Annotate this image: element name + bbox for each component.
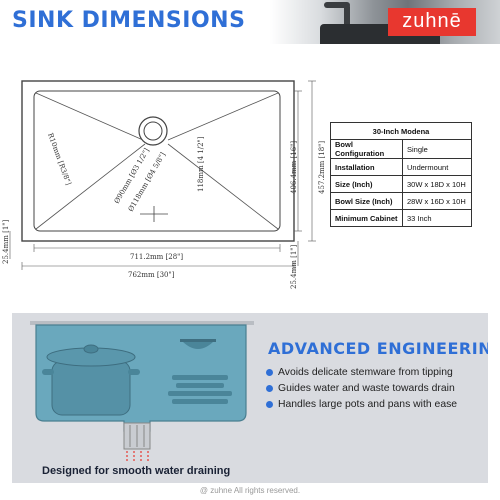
table-row: Installation Undermount: [330, 158, 472, 176]
sink-rim: [30, 321, 254, 325]
table-row: Bowl Size (Inch) 28W x 16D x 10H: [330, 192, 472, 210]
spec-value: 33 Inch: [402, 209, 472, 227]
outer-depth-label: 457.2mm [18"]: [318, 141, 326, 194]
flange-right-label: 25.4mm [1"]: [290, 245, 298, 289]
drain-icon: [138, 116, 168, 146]
spec-value: 30W x 18D x 10H: [402, 175, 472, 193]
engineering-panel: Designed for smooth water draining ADVAN…: [12, 313, 488, 483]
spec-table: 30-Inch Modena Bowl Configuration Single…: [330, 122, 472, 227]
list-item: Avoids delicate stemware from tipping: [266, 365, 486, 381]
spec-value: 28W x 16D x 10H: [402, 192, 472, 210]
brand-logo: zuhnē: [388, 8, 476, 36]
inner-bowl: [33, 90, 281, 232]
page-title: SINK DIMENSIONS: [12, 8, 246, 33]
flange-left-label: 25.4mm [1"]: [2, 220, 10, 264]
table-row: Minimum Cabinet 33 Inch: [330, 209, 472, 227]
corner-radius-label: R10mm [R3/8"]: [46, 132, 72, 187]
inner-width-label: 711.2mm [28"]: [130, 253, 183, 261]
plate-icon: [172, 375, 228, 380]
bullet-icon: [266, 401, 273, 408]
feature-text: Handles large pots and pans with ease: [278, 399, 458, 410]
pot-icon: [51, 360, 131, 416]
bullet-icon: [266, 385, 273, 392]
table-row: Bowl Configuration Single: [330, 139, 472, 159]
feature-list: Avoids delicate stemware from tipping Gu…: [266, 365, 486, 413]
feature-text: Avoids delicate stemware from tipping: [278, 367, 453, 378]
spec-key: Minimum Cabinet: [330, 209, 403, 227]
inner-depth-label: 406.4mm [16"]: [290, 141, 298, 194]
list-item: Handles large pots and pans with ease: [266, 397, 486, 413]
header: SINK DIMENSIONS zuhnē: [0, 0, 500, 44]
spec-value: Undermount: [402, 158, 472, 176]
faucet-icon: [324, 2, 350, 8]
spec-key: Size (Inch): [330, 175, 403, 193]
engineering-title: ADVANCED ENGINEERING: [268, 339, 488, 358]
draining-caption: Designed for smooth water draining: [42, 465, 231, 477]
bowl-icon: [182, 341, 214, 349]
list-item: Guides water and waste towards drain: [266, 381, 486, 397]
outer-width-label: 762mm [30"]: [128, 271, 175, 279]
water-flow-arrows: [126, 451, 149, 461]
copyright-footer: @ zuhne All rights reserved.: [199, 486, 301, 495]
sink-diagram: R10mm [R3/8"] Ø90mm [Ø3 1/2"] Ø118mm [Ø4…: [0, 44, 500, 300]
bullet-icon: [266, 369, 273, 376]
feature-text: Guides water and waste towards drain: [278, 383, 455, 394]
spec-value: Single: [402, 139, 472, 159]
inner-radius-label: 118mm [4 1/2"]: [197, 136, 205, 192]
sink-drawing: R10mm [R3/8"] Ø90mm [Ø3 1/2"] Ø118mm [Ø4…: [2, 80, 326, 289]
outer-rim: [21, 80, 295, 242]
spec-table-title: 30-Inch Modena: [330, 122, 472, 140]
spec-key: Bowl Configuration: [330, 139, 403, 159]
spec-key: Installation: [330, 158, 403, 176]
cross-section-illustration: [30, 321, 254, 461]
table-row: Size (Inch) 30W x 18D x 10H: [330, 175, 472, 193]
spec-key: Bowl Size (Inch): [330, 192, 403, 210]
